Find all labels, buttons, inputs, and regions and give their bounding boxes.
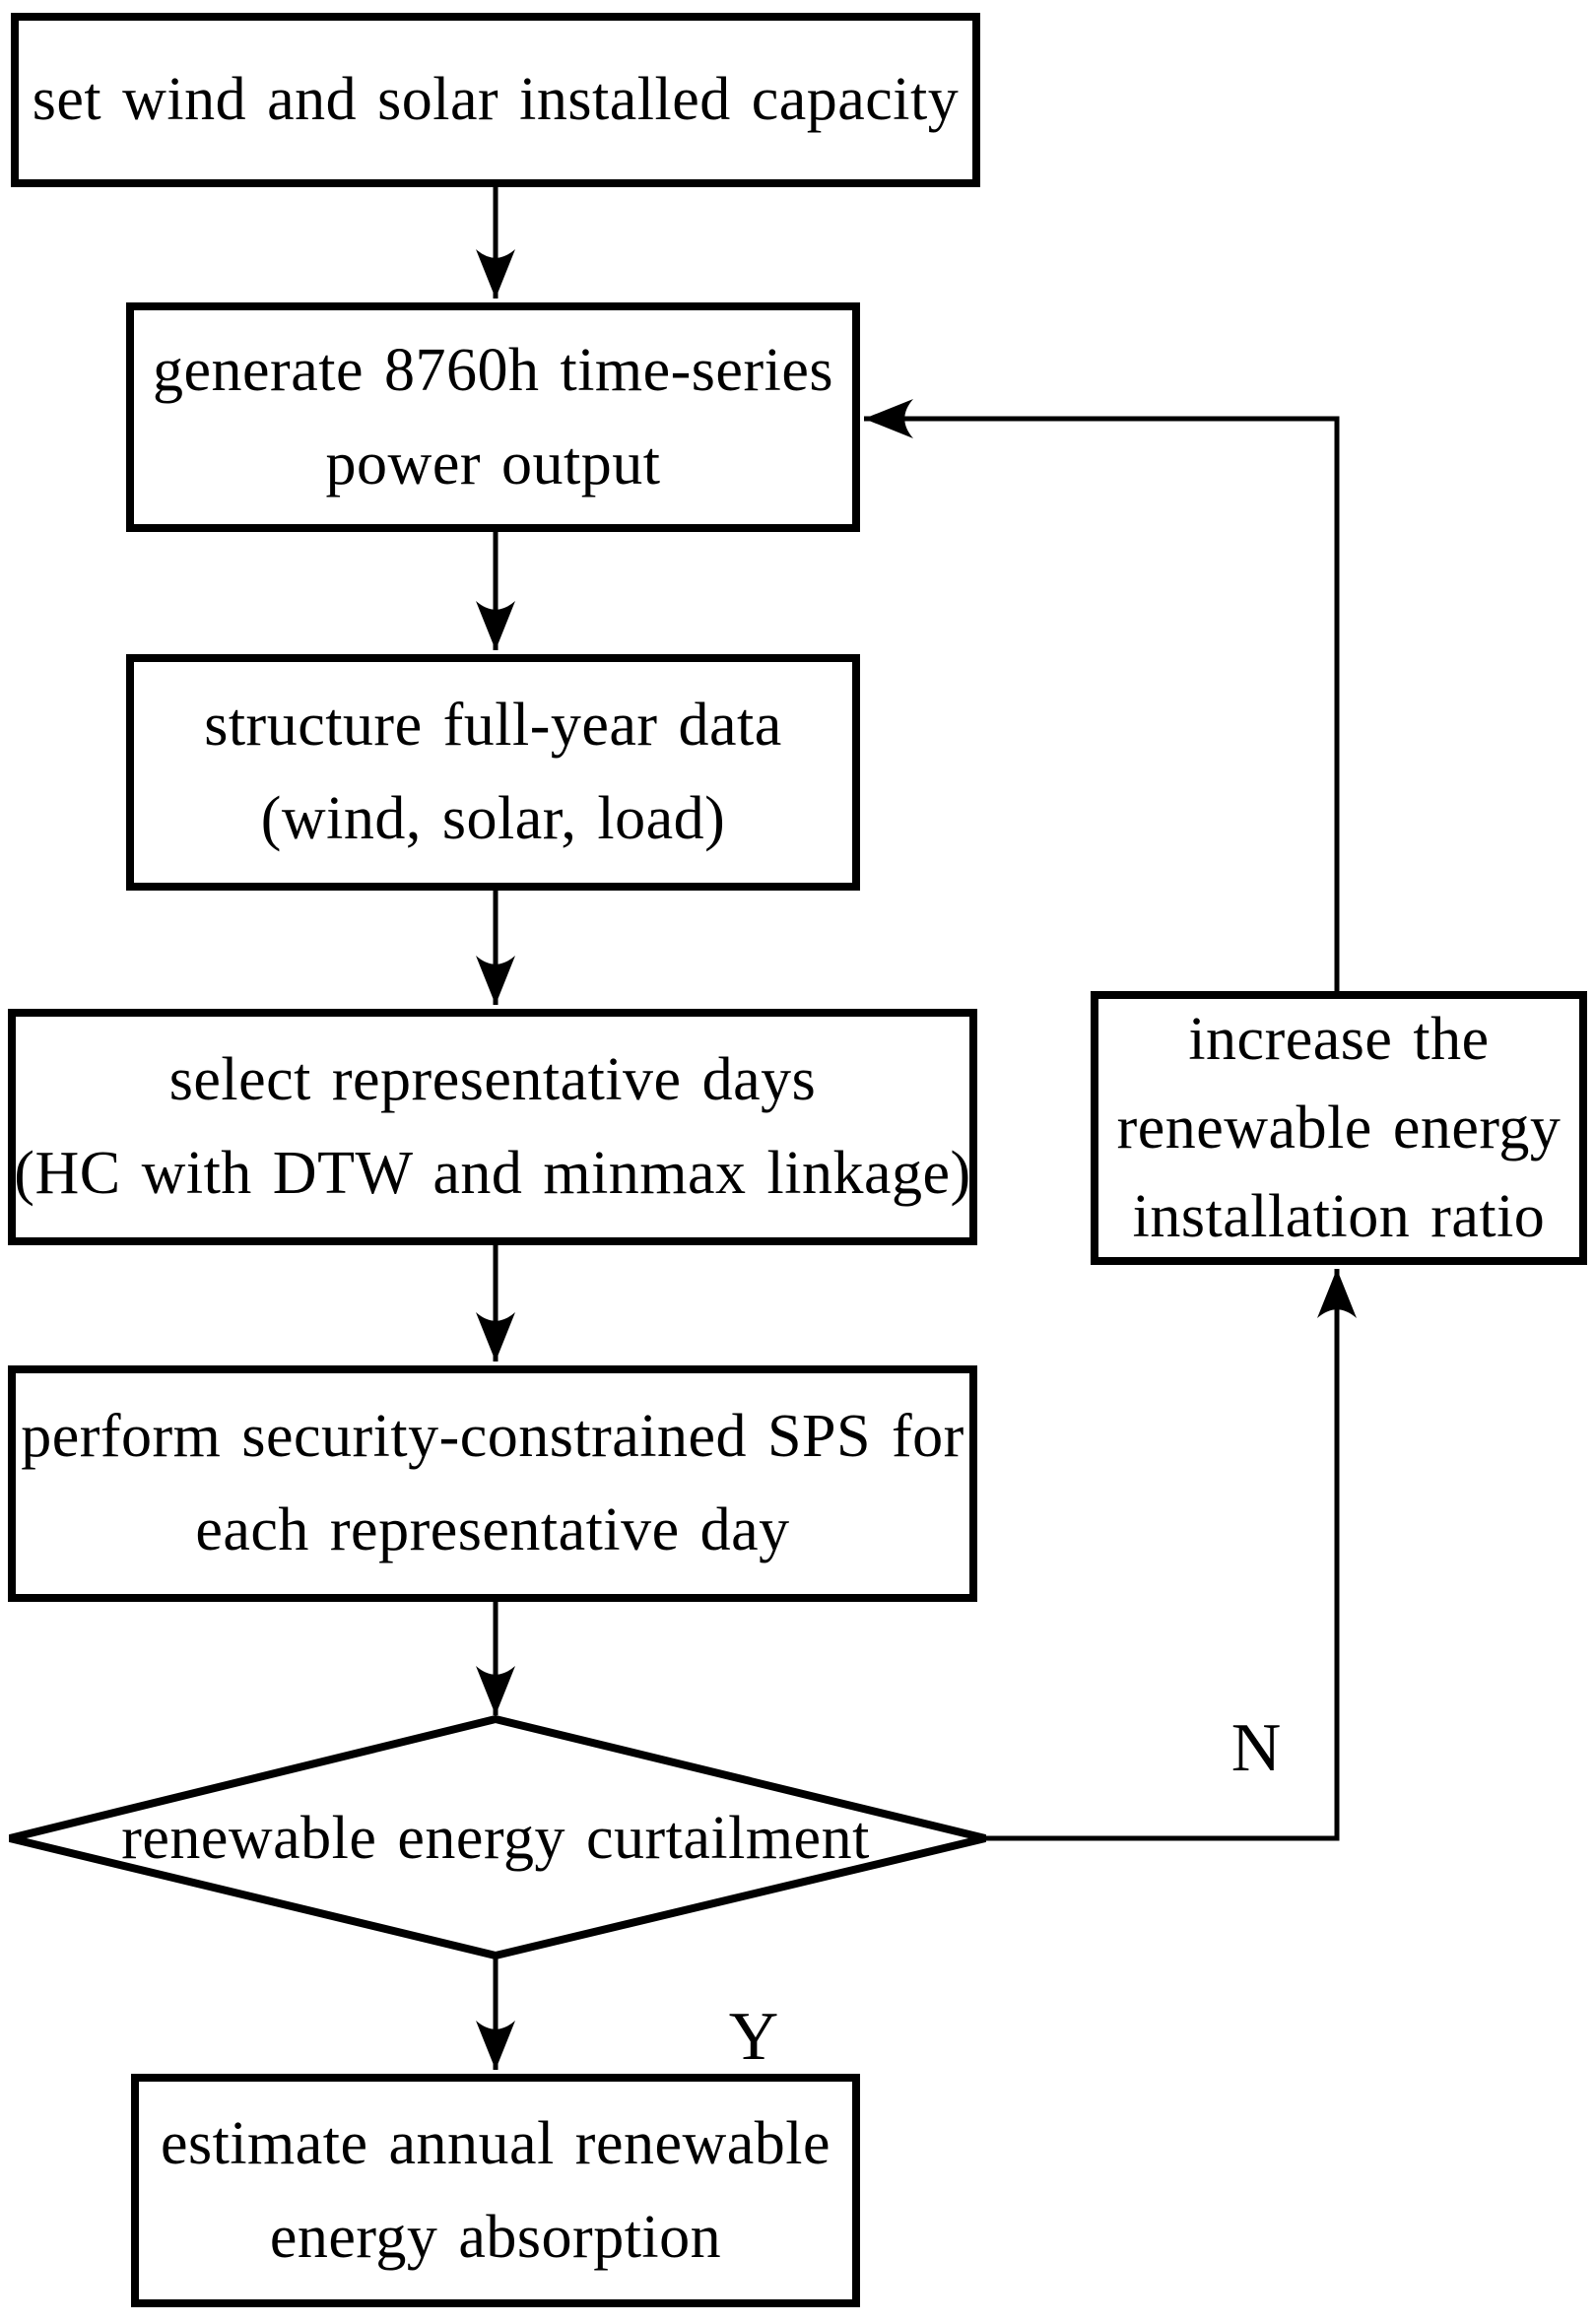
arrow-decision-no-to-increase xyxy=(985,1269,1357,1841)
node-line: each representative day xyxy=(195,1496,790,1563)
node-set-capacity: set wind and solar installed capacity xyxy=(11,13,980,187)
node-line: renewable energy xyxy=(1116,1095,1562,1162)
node-select-days: select representative days (HC with DTW … xyxy=(8,1009,977,1245)
node-line: structure full-year data xyxy=(204,692,782,759)
node-generate-output: generate 8760h time-series power output xyxy=(126,302,860,532)
node-perform-sps: perform security-constrained SPS for eac… xyxy=(8,1365,977,1602)
node-line: energy absorption xyxy=(269,2203,722,2271)
node-line: perform security-constrained SPS for xyxy=(21,1403,964,1470)
node-line: set wind and solar installed capacity xyxy=(32,66,960,133)
node-line: installation ratio xyxy=(1132,1183,1546,1250)
node-line: increase the xyxy=(1188,1006,1490,1073)
node-structure-data: structure full-year data (wind, solar, l… xyxy=(126,654,860,891)
node-estimate-absorption: estimate annual renewable energy absorpt… xyxy=(131,2074,860,2307)
node-line: (HC with DTW and minmax linkage) xyxy=(14,1140,971,1207)
node-line: (wind, solar, load) xyxy=(260,785,726,852)
node-line: renewable energy curtailment xyxy=(121,1804,870,1872)
node-line: select representative days xyxy=(168,1046,817,1113)
node-line: estimate annual renewable xyxy=(160,2109,831,2177)
edge-label-yes: Y xyxy=(728,1998,779,2075)
node-curtailment-decision: renewable energy curtailment xyxy=(101,1785,890,1892)
node-line: power output xyxy=(325,430,661,498)
node-line: generate 8760h time-series xyxy=(153,336,833,404)
node-increase-ratio: increase the renewable energy installati… xyxy=(1091,991,1587,1265)
arrow-increase-to-generate xyxy=(864,399,1340,991)
edge-label-no: N xyxy=(1230,1709,1282,1786)
